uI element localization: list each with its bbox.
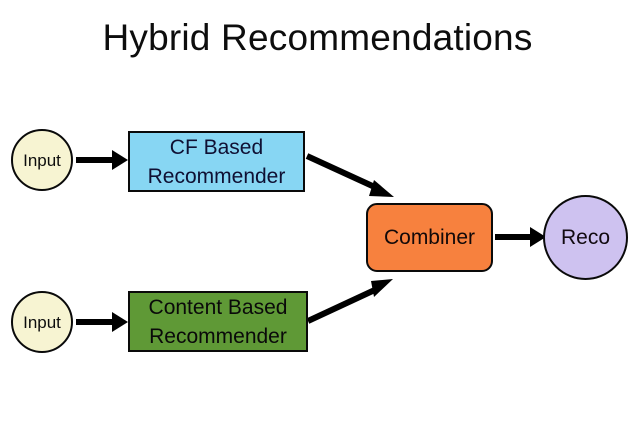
node-content-recommender[interactable]: Content Based Recommender — [128, 291, 308, 352]
node-combiner[interactable]: Combiner — [366, 203, 493, 272]
node-cf-recommender-label: CF Based Recommender — [144, 133, 290, 191]
node-input-bottom-label: Input — [23, 312, 61, 332]
node-reco[interactable]: Reco — [543, 195, 628, 280]
edge-input-top-to-cf — [76, 150, 128, 170]
node-input-bottom[interactable]: Input — [11, 291, 73, 353]
page-title: Hybrid Recommendations — [102, 17, 533, 58]
edge-input-bottom-to-content — [76, 312, 128, 332]
node-content-recommender-label: Content Based Recommender — [145, 293, 292, 351]
edge-content-to-combiner — [306, 279, 393, 324]
node-cf-recommender-line1: CF Based — [169, 135, 264, 159]
node-reco-label: Reco — [560, 226, 611, 249]
edge-cf-to-combiner — [305, 153, 394, 197]
node-input-top[interactable]: Input — [11, 129, 73, 191]
node-input-top-label: Input — [23, 150, 61, 170]
node-cf-recommender-line2: Recommender — [147, 164, 286, 188]
node-content-recommender-line1: Content Based — [148, 295, 288, 319]
edge-combiner-to-reco — [495, 227, 546, 247]
node-combiner-label: Combiner — [383, 225, 476, 249]
node-content-recommender-line2: Recommender — [149, 324, 287, 348]
node-cf-recommender[interactable]: CF Based Recommender — [128, 131, 305, 192]
